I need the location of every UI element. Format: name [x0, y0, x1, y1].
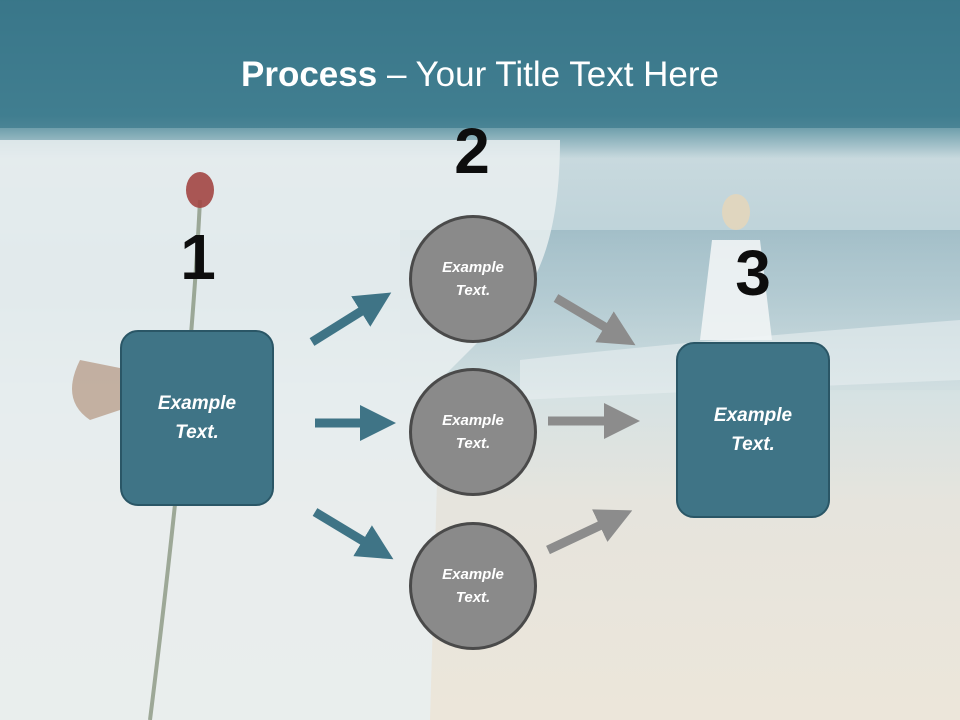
step-1-text: Example Text. [157, 393, 237, 443]
step-1-box: Example Text. [120, 330, 274, 506]
arrow-2a-to-3 [553, 294, 636, 346]
step-2-circle-1: Example Text. [409, 215, 537, 343]
title-rest: – Your Title Text Here [377, 55, 719, 94]
step-number-3: 3 [735, 237, 771, 309]
slide-title: Process – Your Title Text Here [0, 52, 960, 98]
step-number-1: 1 [180, 221, 216, 293]
step-2-circle-3: Example Text. [409, 522, 537, 650]
step-2-text-1: Example Text. [442, 259, 504, 299]
title-bold: Process [241, 55, 378, 94]
step-number-2: 2 [454, 115, 490, 187]
arrow-1-to-2a [309, 292, 392, 346]
arrow-1-to-2c [312, 508, 394, 560]
step-2-circle-2: Example Text. [409, 368, 537, 496]
arrow-2c-to-3 [546, 509, 633, 555]
step-3-box: Example Text. [676, 342, 830, 518]
step-2-text-2: Example Text. [442, 412, 504, 452]
step-3-text: Example Text. [713, 405, 793, 455]
step-2-text-3: Example Text. [442, 566, 504, 606]
